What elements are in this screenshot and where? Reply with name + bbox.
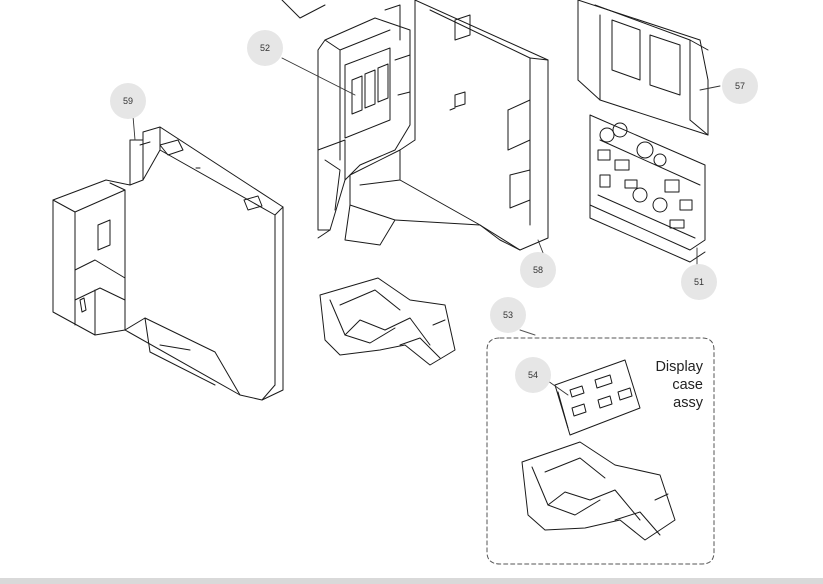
part-label-52: 52 (247, 30, 283, 66)
part-label-59: 59 (110, 83, 146, 119)
caption-line-1: Display (655, 359, 703, 375)
bottom-scroll-edge (0, 578, 823, 584)
part-58-rear-case (281, 0, 549, 251)
part-label-51: 51 (681, 264, 717, 300)
display-case-loose (319, 277, 456, 366)
caption-line-3: assy (673, 395, 703, 411)
display-case-assy-group (486, 329, 715, 565)
part-52-terminal-housing (317, 17, 411, 239)
display-case-in-assy (521, 441, 676, 541)
part-label-58: 58 (520, 252, 556, 288)
part-57-upper-frame (577, 0, 709, 136)
part-59-front-cover (52, 126, 284, 401)
caption-line-2: case (672, 377, 703, 393)
display-case-assy-caption: Display case assy (608, 358, 703, 412)
part-label-54: 54 (515, 357, 551, 393)
part-51-pcb (589, 114, 706, 263)
part-label-57: 57 (722, 68, 758, 104)
part-54-display-pcb (554, 359, 641, 436)
part-label-53: 53 (490, 297, 526, 333)
